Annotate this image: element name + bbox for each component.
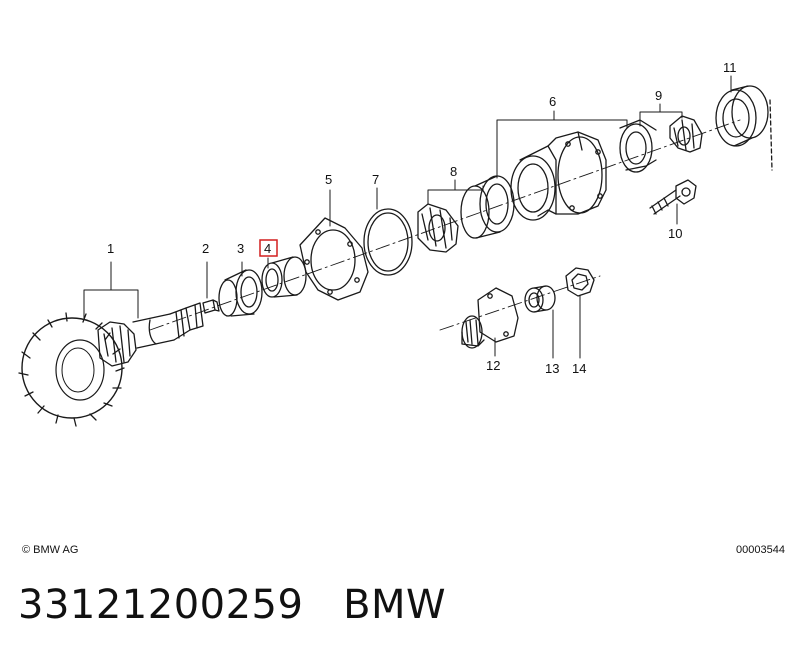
part-11-shaft-seal	[715, 85, 773, 171]
part-2-pin	[202, 299, 220, 314]
part-1-ring-pinion-gear	[18, 302, 204, 427]
part-3-bearing-race	[218, 269, 263, 317]
callout-5: 5	[325, 172, 332, 187]
leader-6	[496, 110, 628, 179]
part-9-bearing	[669, 115, 703, 153]
part-10-bolt	[649, 179, 697, 215]
callout-13: 13	[545, 361, 559, 376]
callout-3: 3	[237, 241, 244, 256]
part-13-sleeve-nut	[524, 285, 556, 313]
leader-1	[83, 261, 139, 319]
part-5-gasket	[299, 217, 369, 301]
callout-14: 14	[572, 361, 586, 376]
part-4-spacer-sleeve	[261, 256, 307, 298]
callout-10: 10	[668, 226, 682, 241]
highlight-box-4	[259, 239, 278, 257]
copyright-label: © BMW AG	[22, 544, 78, 556]
diagram-id: 00003544	[736, 544, 785, 556]
callout-9: 9	[655, 88, 662, 103]
callout-6: 6	[549, 94, 556, 109]
callout-1: 1	[107, 241, 114, 256]
leader-8	[427, 179, 484, 205]
callout-11: 11	[723, 60, 737, 75]
part-8-tapered-bearing	[417, 175, 515, 253]
part-6-housing	[510, 119, 657, 221]
part-7-o-ring	[363, 208, 413, 276]
part-12-output-flange	[461, 287, 519, 349]
callout-8: 8	[450, 164, 457, 179]
callout-7: 7	[372, 172, 379, 187]
axis-output	[439, 275, 601, 331]
part-14-hex-nut	[565, 267, 595, 297]
leader-9	[639, 103, 683, 127]
callout-12: 12	[486, 358, 500, 373]
part-number-title: 33121200259 BMW	[18, 582, 447, 628]
callout-4: 4	[264, 241, 271, 256]
callout-2: 2	[202, 241, 209, 256]
